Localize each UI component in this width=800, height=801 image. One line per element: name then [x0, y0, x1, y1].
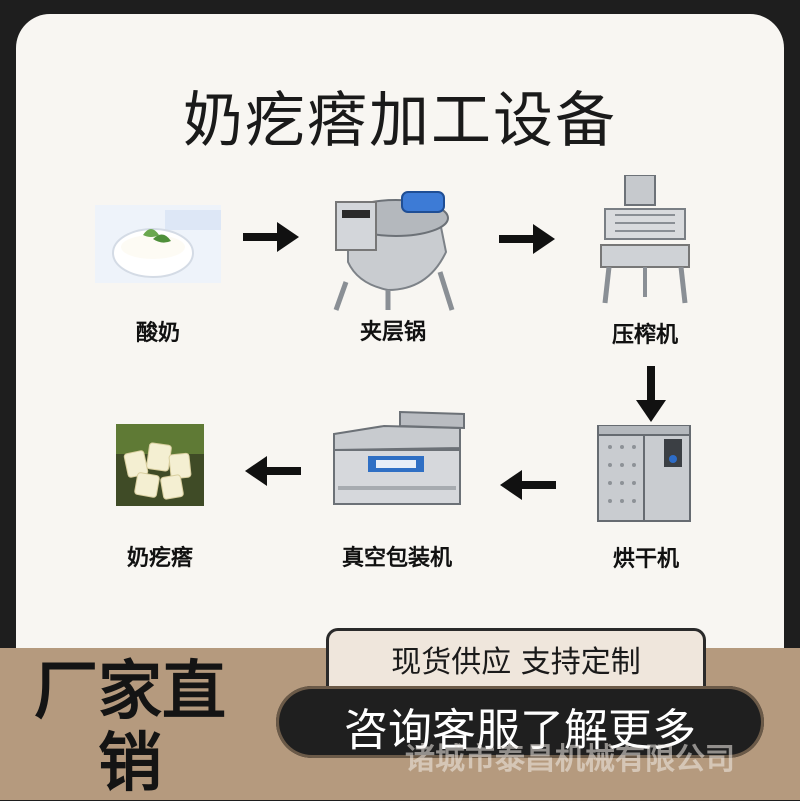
step-label-yogurt: 酸奶	[135, 320, 180, 346]
yogurt-image	[95, 205, 221, 283]
jacketed-kettle-image	[318, 172, 468, 312]
step-label-product: 奶疙瘩	[126, 545, 193, 571]
arrow-down-icon	[636, 366, 666, 422]
step-label-press-machine: 压榨机	[611, 322, 678, 348]
consult-button-label: 咨询客服了解更多	[344, 705, 696, 756]
dryer-image	[594, 424, 698, 525]
vacuum-packer-image	[324, 408, 470, 508]
arrow-right-icon	[499, 224, 555, 254]
step-label-jacketed-kettle: 夹层锅	[359, 319, 426, 345]
stock-custom-text: 现货供应 支持定制	[391, 645, 641, 680]
step-product: 奶疙瘩	[108, 424, 212, 574]
stock-custom-tab: 现货供应 支持定制	[326, 628, 706, 689]
arrow-right-icon	[243, 222, 299, 252]
arrow-left-icon	[245, 456, 301, 486]
page-title: 奶疙瘩加工设备	[183, 86, 617, 156]
product-image	[116, 424, 204, 506]
consult-button[interactable]: 咨询客服了解更多	[276, 686, 764, 758]
company-watermark: 诸城市泰昌机械有限公司	[405, 742, 735, 777]
step-yogurt: 酸奶	[92, 205, 224, 355]
step-press-machine: 压榨机	[590, 174, 700, 355]
press-machine-image	[595, 174, 695, 305]
step-label-dryer: 烘干机	[612, 546, 679, 572]
factory-direct-text: 厂家直销	[34, 654, 226, 801]
step-label-vacuum-packer: 真空包装机	[341, 545, 452, 571]
step-dryer: 烘干机	[586, 424, 706, 575]
step-vacuum-packer: 真空包装机	[322, 408, 472, 573]
arrow-left-icon	[500, 470, 556, 500]
step-jacketed-kettle: 夹层锅	[318, 172, 468, 357]
